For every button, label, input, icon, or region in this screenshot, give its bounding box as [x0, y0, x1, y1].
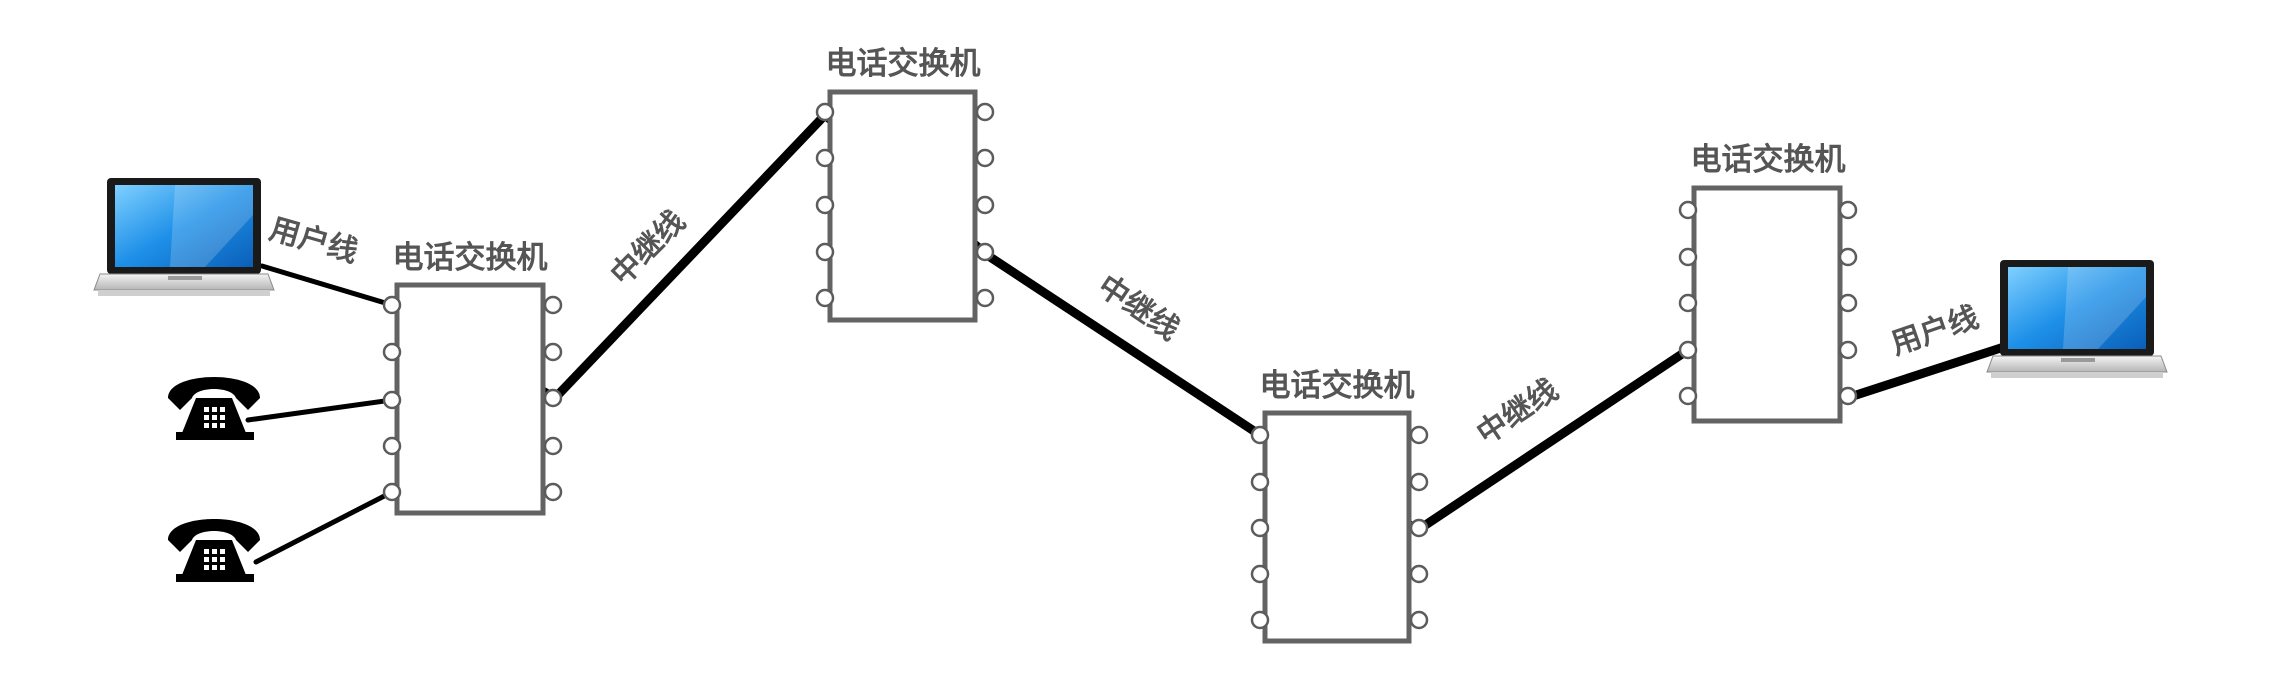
laptop-icon [93, 178, 275, 296]
phone-line-1 [245, 397, 395, 423]
user-line-right-label: 用户线 [1887, 300, 1983, 362]
trunk-line-3 [1413, 345, 1693, 535]
user-line-right [1845, 340, 2015, 402]
telephone-icon [168, 519, 260, 582]
telephone-switch-3: 电话交换机 [1250, 368, 1429, 644]
telephone-switch-2: 电话交换机 [815, 46, 995, 323]
telephone-switch-4: 电话交换机 [1678, 142, 1858, 424]
trunk-line-1-label: 中继线 [604, 204, 692, 292]
trunk-line-1 [550, 110, 830, 403]
phone-line-2 [253, 489, 395, 565]
laptop-icon [1986, 260, 2168, 378]
switch-3-label: 电话交换机 [1260, 368, 1415, 404]
trunk-line-2 [982, 250, 1265, 440]
switch-2-label: 电话交换机 [826, 46, 981, 82]
switch-4-label: 电话交换机 [1691, 142, 1846, 178]
telephone-switch-1: 电话交换机 [382, 240, 563, 516]
user-line-left-label: 用户线 [266, 212, 362, 270]
switch-1-label: 电话交换机 [393, 240, 548, 276]
user-line-left [259, 263, 395, 308]
telephone-icon [168, 377, 260, 440]
